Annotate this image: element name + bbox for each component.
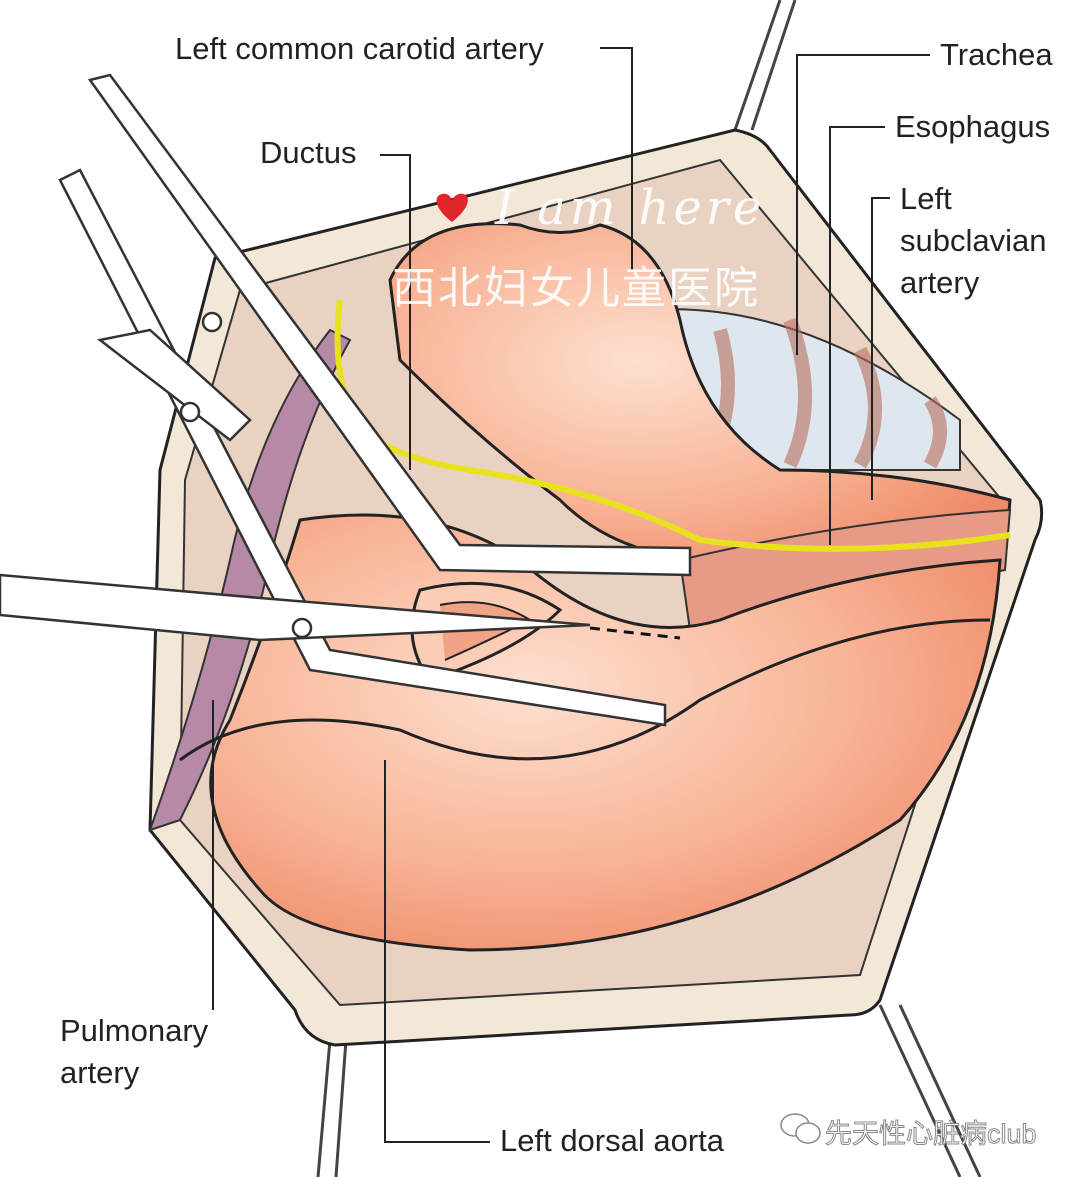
label-left-common-carotid-artery: Left common carotid artery: [175, 31, 544, 66]
label-left-subclavian-artery: Left subclavian artery: [900, 178, 1046, 304]
surgical-instruments: [0, 73, 692, 727]
label-pulmonary-artery: Pulmonary artery: [60, 1010, 208, 1094]
wechat-icon: [780, 1113, 821, 1144]
watermark-script: I am here: [495, 180, 766, 236]
label-line: Pulmonary: [60, 1013, 209, 1048]
watermark-hospital: 西北妇女儿童医院: [392, 264, 760, 313]
label-line: artery: [900, 265, 980, 300]
label-esophagus: Esophagus: [895, 109, 1051, 144]
label-line: Left: [900, 181, 952, 216]
watermark-account: 先天性心脏病club: [825, 1119, 1038, 1150]
label-left-dorsal-aorta: Left dorsal aorta: [500, 1123, 725, 1158]
label-line: subclavian: [900, 223, 1047, 258]
label-ductus: Ductus: [260, 135, 357, 170]
label-line: artery: [60, 1055, 140, 1090]
label-trachea: Trachea: [940, 37, 1053, 72]
pulmonary-artery-shape: [148, 328, 352, 832]
retractor-wires: [316, 0, 982, 1177]
leader-lines: [212, 47, 930, 1143]
heart-icon: [436, 193, 468, 222]
